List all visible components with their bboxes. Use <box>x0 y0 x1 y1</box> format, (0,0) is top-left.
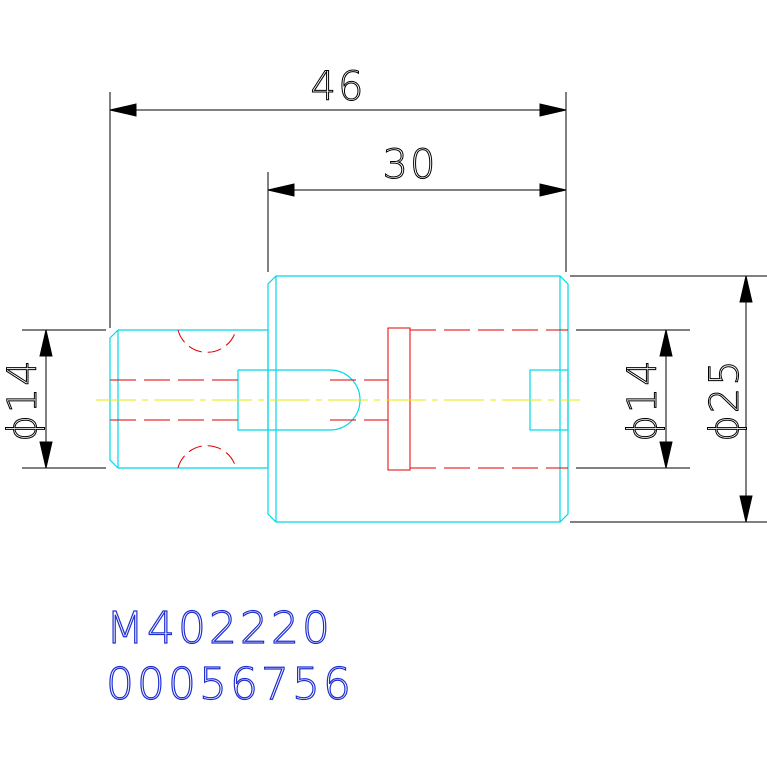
dim-outer-diameter: ϕ25 <box>702 358 748 441</box>
cross-hole-bottom <box>177 445 237 469</box>
dim-body-length: 30 <box>383 142 438 188</box>
hidden-lines <box>110 329 568 469</box>
arrow-left-dia-bottom <box>39 441 53 469</box>
dim-left-diameter: ϕ14 <box>0 358 46 441</box>
arrow-body-left <box>267 183 295 197</box>
left-shaft-outline <box>109 329 268 469</box>
main-body-outline <box>267 275 569 523</box>
serial-number: 00056756 <box>106 659 354 710</box>
dim-overall-length: 46 <box>311 64 366 110</box>
arrow-overall-left <box>109 103 137 117</box>
hidden-bore <box>177 327 411 471</box>
arrow-right-dia-bottom <box>659 441 673 469</box>
dim-right-diameter: ϕ14 <box>620 358 666 441</box>
part-outline <box>109 275 569 523</box>
arrow-overall-right <box>539 103 567 117</box>
dimension-lines <box>22 92 767 523</box>
arrow-body-right <box>539 183 567 197</box>
arrow-left-dia-top <box>39 329 53 357</box>
cross-hole-top <box>177 329 237 353</box>
arrow-outer-dia-bottom <box>739 495 753 523</box>
arrow-right-dia-top <box>659 329 673 357</box>
arrow-outer-dia-top <box>739 275 753 303</box>
part-number: M402220 <box>106 603 333 654</box>
